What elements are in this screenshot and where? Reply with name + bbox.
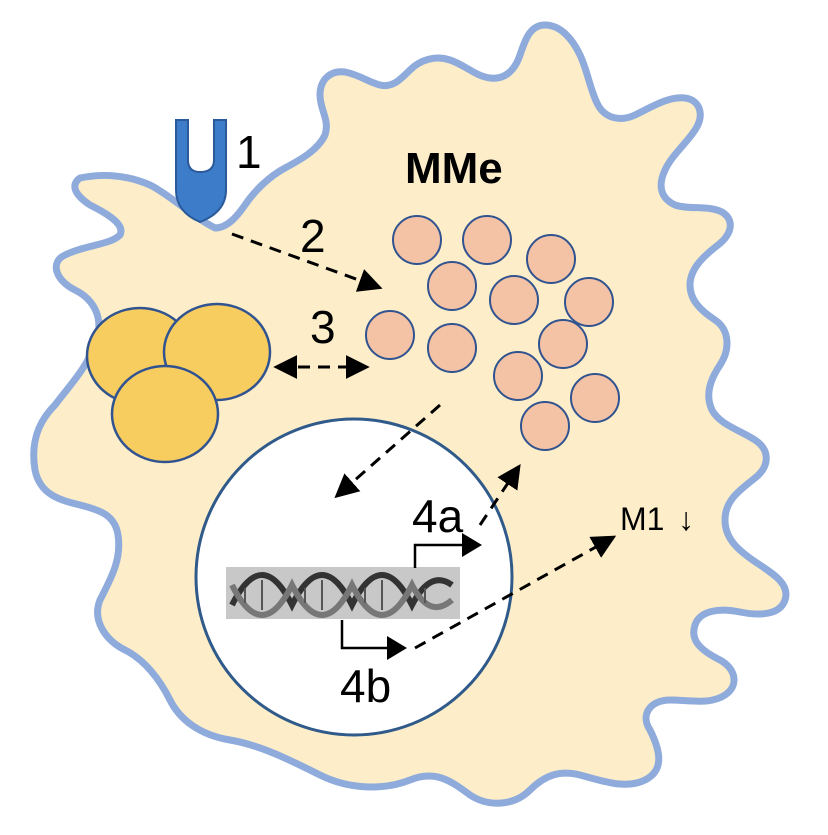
dna-helix-icon xyxy=(226,567,460,619)
vesicle xyxy=(526,234,576,284)
m1-down-arrow: ↓ xyxy=(678,501,694,537)
step-4b-label: 4b xyxy=(340,660,391,712)
vesicle xyxy=(489,275,539,325)
vesicle xyxy=(427,323,477,373)
vesicle xyxy=(538,319,588,369)
lipid-droplets xyxy=(85,302,272,464)
vesicle xyxy=(462,215,512,265)
promoter-arrowhead-4b xyxy=(387,636,407,660)
promoter-arrow-4b xyxy=(340,620,395,650)
promoter-arrow-4a xyxy=(413,543,470,568)
arrow-2 xyxy=(231,232,383,292)
arrow-into-nucleus xyxy=(334,403,441,499)
vesicle xyxy=(570,373,620,423)
step-3-label: 3 xyxy=(310,301,336,353)
lipid-droplet xyxy=(110,364,220,464)
arrow-to-m1 xyxy=(414,535,617,650)
vesicle xyxy=(365,310,415,360)
arrow-out-of-nucleus xyxy=(478,464,521,526)
vesicle xyxy=(493,351,543,401)
step-2-label: 2 xyxy=(300,210,326,262)
step-4a-label: 4a xyxy=(412,490,464,542)
diagram-title: MMe xyxy=(405,144,503,193)
vesicle-cluster xyxy=(365,215,620,451)
vesicle xyxy=(427,261,477,311)
promoter-arrowhead-4a xyxy=(462,533,482,557)
step-1-label: 1 xyxy=(236,126,262,178)
vesicle xyxy=(520,401,570,451)
m1-label: M1 xyxy=(620,501,664,537)
vesicle xyxy=(564,277,614,327)
receptor-channel-icon xyxy=(175,119,227,224)
vesicle xyxy=(392,215,442,265)
